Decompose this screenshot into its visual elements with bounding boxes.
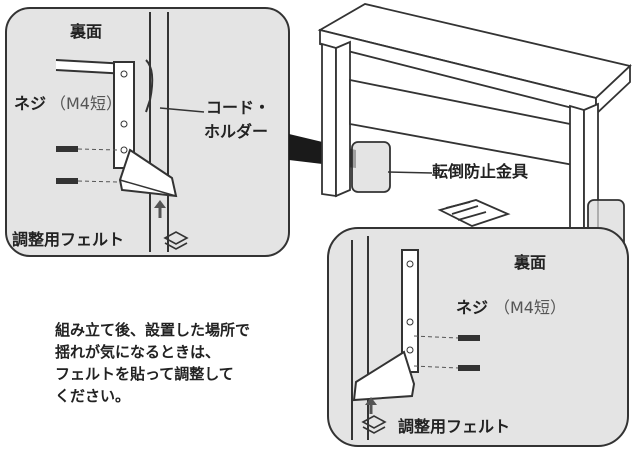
left-detail-panel — [5, 7, 290, 257]
note-line: ください。 — [55, 387, 131, 405]
right-screw-label: ネジ — [456, 298, 489, 317]
felt-icon — [163, 231, 189, 250]
note-line: 揺れが気になるときは、 — [55, 343, 221, 361]
right-screw-spec: （M4短） — [494, 298, 566, 317]
left-felt-label: 調整用フェルト — [12, 230, 125, 249]
right-detail-panel — [327, 227, 629, 447]
felt-icon — [361, 415, 387, 434]
right-felt-label: 調整用フェルト — [398, 417, 511, 436]
instruction-note: 組み立て後、設置した場所で 揺れが気になるときは、 フェルトを貼って調整して く… — [55, 319, 250, 407]
cord-holder-label-line2: ホルダー — [204, 122, 269, 141]
piano-illustration — [317, 3, 632, 253]
note-line: フェルトを貼って調整して — [55, 365, 234, 383]
left-screw-label: ネジ — [14, 94, 47, 113]
note-line: 組み立て後、設置した場所で — [55, 321, 251, 339]
left-screw-spec: （M4短） — [50, 94, 122, 113]
cord-holder-label-line1: コード・ — [206, 98, 271, 117]
tip-prevention-bracket-label: 転倒防止金具 — [432, 162, 529, 181]
right-back-label: 裏面 — [514, 253, 547, 272]
left-back-label: 裏面 — [70, 22, 103, 41]
